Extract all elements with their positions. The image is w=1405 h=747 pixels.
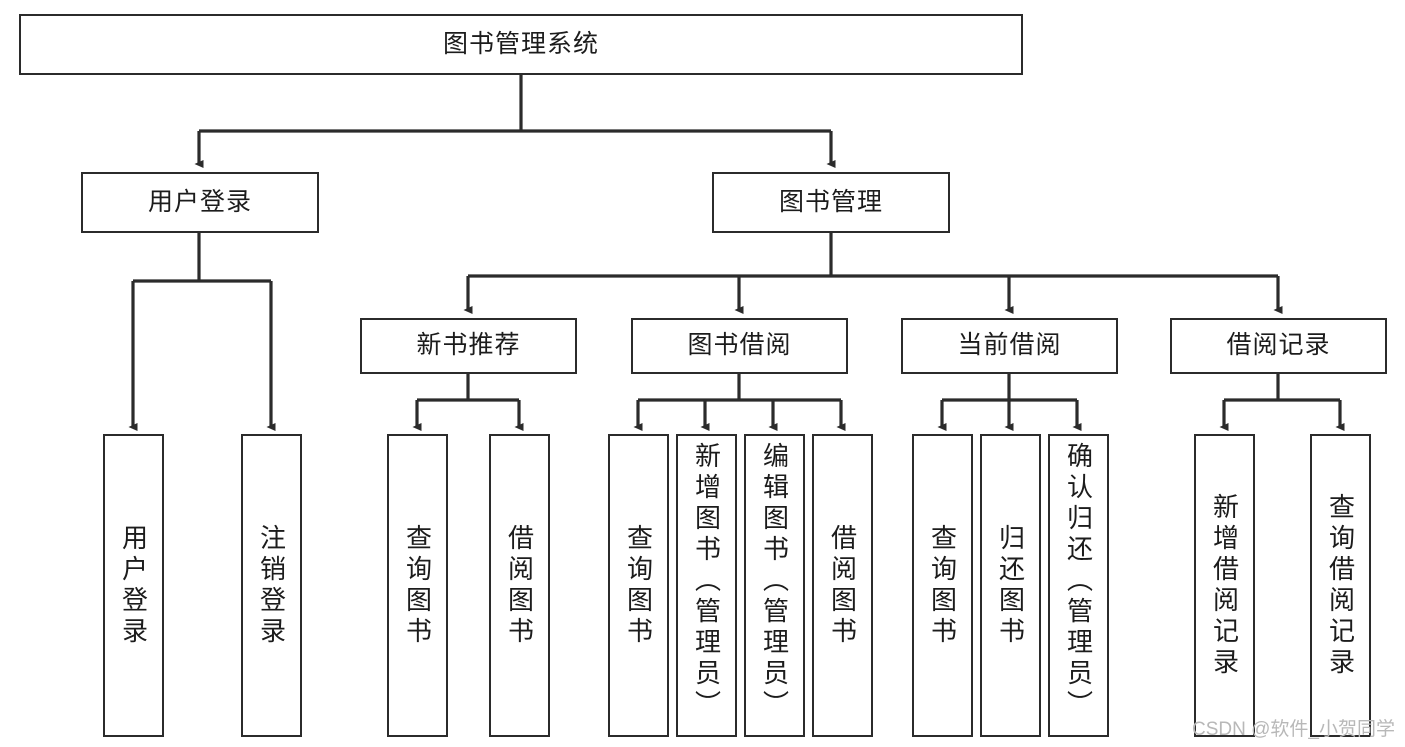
node-label: 查询图书: [927, 523, 958, 648]
node-borrow-record[interactable]: 借阅记录: [1170, 318, 1387, 374]
node-leaf-query-book-1[interactable]: 查询图书: [387, 434, 448, 737]
node-label: 图书借阅: [687, 331, 792, 360]
node-label: 借阅图书: [504, 523, 535, 648]
node-leaf-user-login[interactable]: 用户登录: [103, 434, 164, 737]
node-leaf-edit-book[interactable]: 编辑图书（管理员）: [744, 434, 805, 737]
node-root-system[interactable]: 图书管理系统: [19, 14, 1023, 75]
node-label: 确认归还（管理员）: [1063, 442, 1094, 721]
node-label: 新书推荐: [416, 331, 521, 360]
node-label: 新增图书（管理员）: [691, 442, 722, 721]
node-leaf-confirm-return[interactable]: 确认归还（管理员）: [1048, 434, 1109, 737]
node-label: 注销登录: [256, 523, 287, 648]
node-new-book-recommend[interactable]: 新书推荐: [360, 318, 577, 374]
node-label: 查询图书: [623, 523, 654, 648]
node-leaf-add-record[interactable]: 新增借阅记录: [1194, 434, 1255, 737]
node-book-borrow[interactable]: 图书借阅: [631, 318, 848, 374]
node-label: 借阅记录: [1226, 331, 1331, 360]
node-label: 当前借阅: [957, 331, 1062, 360]
node-book-management[interactable]: 图书管理: [712, 172, 950, 233]
node-leaf-add-book[interactable]: 新增图书（管理员）: [676, 434, 737, 737]
node-label: 查询图书: [402, 523, 433, 648]
node-label: 新增借阅记录: [1209, 492, 1240, 679]
node-label: 借阅图书: [827, 523, 858, 648]
node-label: 查询借阅记录: [1325, 492, 1356, 679]
node-label: 图书管理: [778, 187, 883, 216]
node-leaf-borrow-book-2[interactable]: 借阅图书: [812, 434, 873, 737]
node-label: 用户登录: [147, 187, 252, 216]
node-leaf-borrow-book-1[interactable]: 借阅图书: [489, 434, 550, 737]
node-label: 图书管理系统: [442, 29, 599, 58]
node-current-borrow[interactable]: 当前借阅: [901, 318, 1118, 374]
node-leaf-query-book-3[interactable]: 查询图书: [912, 434, 973, 737]
node-leaf-query-book-2[interactable]: 查询图书: [608, 434, 669, 737]
node-leaf-logout-login[interactable]: 注销登录: [241, 434, 302, 737]
node-leaf-return-book[interactable]: 归还图书: [980, 434, 1041, 737]
node-user-login[interactable]: 用户登录: [81, 172, 319, 233]
node-label: 编辑图书（管理员）: [759, 442, 790, 721]
node-label: 归还图书: [995, 523, 1026, 648]
node-leaf-query-record[interactable]: 查询借阅记录: [1310, 434, 1371, 737]
node-label: 用户登录: [118, 523, 149, 648]
